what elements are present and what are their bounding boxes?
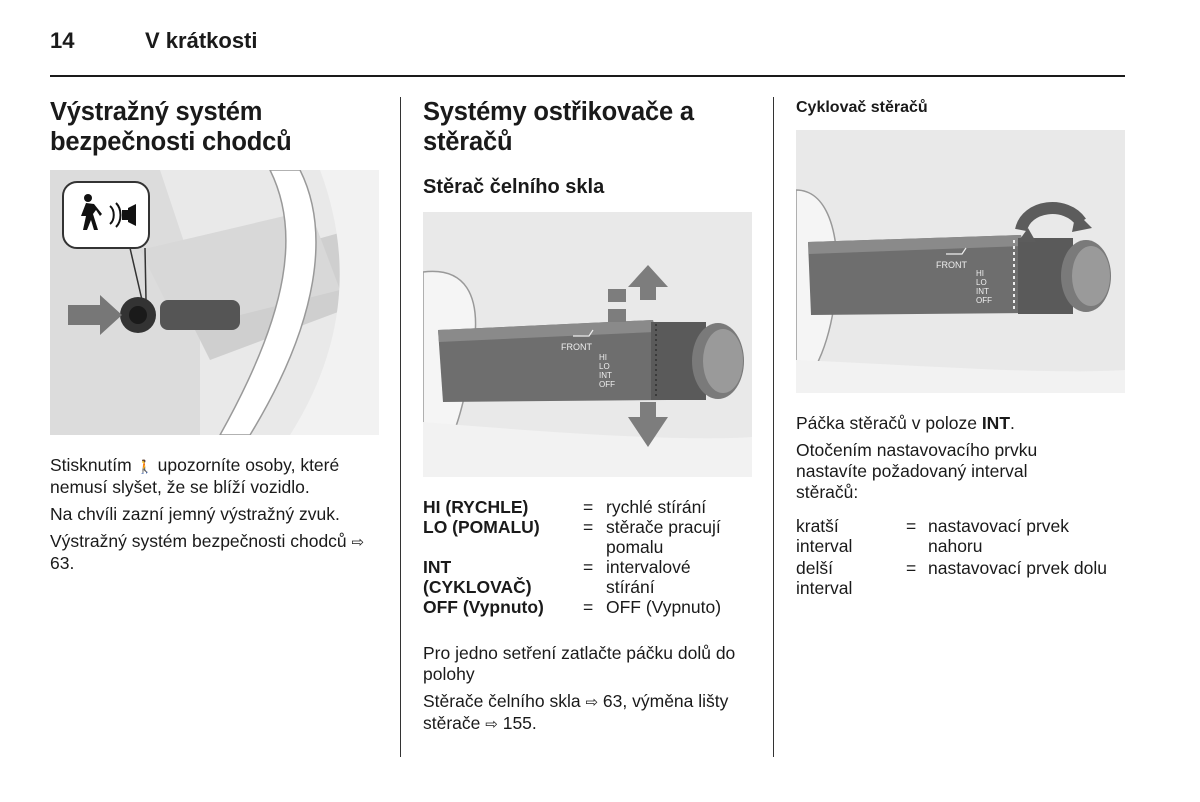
column-interval-wiper: Cyklovač stěračů [796,98,1126,118]
wiper-paragraph-1: Pro jedno setření zatlačte páčku dolů do… [423,643,736,684]
wiper-text: Pro jedno setření zatlačte páčku dolů do… [423,643,763,735]
label-off: OFF [599,380,615,389]
label-int: INT [976,287,989,296]
pedestrian-warning-icon: 🚶 [136,459,153,474]
label-front: FRONT [936,260,967,270]
column-divider-1 [400,97,401,757]
table-row: delší interval = nastavovací prvek dolu [796,558,1107,598]
pedestrian-text: Stisknutím 🚶 upozorníte osoby, které nem… [50,455,385,574]
table-row: kratší interval = nastavovací prvek naho… [796,516,1070,556]
pedestrian-paragraph-3: Výstražný systém bezpečnosti chodců ⇨ 63… [50,531,365,573]
table-row: LO (POMALU) = stěrače pracují pomalu [423,517,721,557]
column-divider-2 [773,97,774,757]
column-wipers: Systémy ostřikovače a stěračů Stěrač čel… [423,95,758,199]
pedestrian-paragraph-2: Na chvíli zazní jemný výstražný zvuk. [50,504,340,524]
heading-pedestrian-warning: Výstražný systém bezpečnosti chodců [50,98,292,156]
header-rule [50,75,1125,77]
label-hi: HI [976,269,984,278]
label-hi: HI [599,353,607,362]
pedestrian-warning-icon [81,194,136,230]
section-title: V krátkosti [145,28,258,53]
heading-wipers: Systémy ostřikovače a stěračů [423,98,694,156]
label-int: INT [599,371,612,380]
column-pedestrian-warning: Výstražný systém bezpečnosti chodců [50,95,385,157]
reference-arrow-icon: ⇨ [351,534,365,551]
interval-paragraph-2: Otočením nastavovacího prvku nastavíte p… [796,440,1038,502]
wiper-positions-table: HI (RYCHLE) = rychlé stírání LO (POMALU)… [423,497,758,627]
table-row: HI (RYCHLE) = rychlé stírání [423,497,707,517]
subheading-interval-wiper: Cyklovač stěračů [796,99,928,116]
illustration-interval-adjuster: FRONT HI LO INT OFF [796,130,1125,393]
table-row: OFF (Vypnuto) = OFF (Vypnuto) [423,597,722,617]
label-front: FRONT [561,342,592,352]
interval-paragraph-1: Páčka stěračů v poloze INT. [796,413,1015,433]
label-lo: LO [599,362,610,371]
label-lo: LO [976,278,987,287]
reference-arrow-icon: ⇨ [585,694,599,711]
interval-table: kratší interval = nastavovací prvek naho… [796,516,1126,606]
illustration-wiper-lever: FRONT HI LO INT OFF [423,212,752,477]
interval-text: Páčka stěračů v poloze INT. Otočením nas… [796,413,1126,503]
table-row: INT (CYKLOVAČ) = intervalové stírání [423,557,691,597]
subheading-windscreen-wiper: Stěrač čelního skla [423,176,605,198]
illustration-pedestrian-button [50,170,379,435]
reference-arrow-icon: ⇨ [485,716,498,733]
wiper-paragraph-2: Stěrače čelního skla ⇨ 63, výměna lišty … [423,691,729,733]
pedestrian-paragraph-1: Stisknutím 🚶 upozorníte osoby, které nem… [50,455,340,497]
page-number: 14 [50,28,75,53]
label-off: OFF [976,296,992,305]
